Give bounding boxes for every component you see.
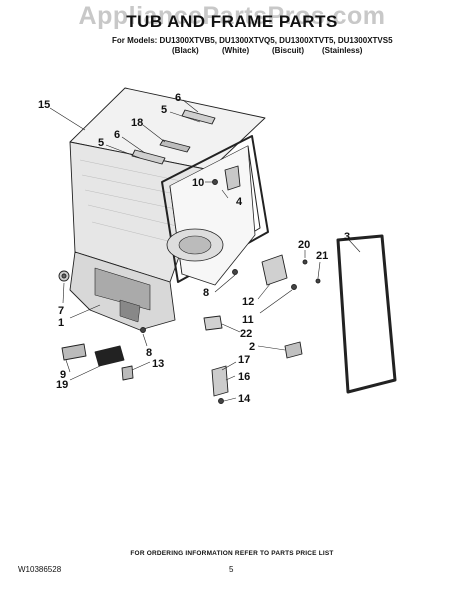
callout-4: 4 [236,196,243,208]
callout-22: 22 [240,328,252,340]
document-number: W10386528 [18,565,62,574]
callout-17: 17 [238,354,250,366]
page-number: 5 [229,565,234,574]
callout-1: 1 [58,317,64,329]
door-gasket [336,234,397,394]
top-bracket-right [181,109,216,125]
callout-19: 19 [56,379,68,391]
vent-18 [159,139,191,153]
page-title: TUB AND FRAME PARTS [126,12,338,31]
callout-3: 3 [344,231,350,243]
variant-white: (White) [222,46,250,55]
callout-16: 16 [238,371,250,383]
bracket-16 [211,365,229,397]
callout-5-top: 5 [161,104,167,116]
clip-22 [203,315,223,331]
callout-2: 2 [249,341,255,353]
callout-8-low: 8 [146,347,152,359]
part-13 [121,365,134,381]
callout-11: 11 [242,314,254,326]
callout-5-mid: 5 [98,137,104,149]
callout-21: 21 [316,250,328,262]
callout-20: 20 [298,239,310,251]
watermark: AppliancePartsPros.com [78,2,386,30]
leader-lines [49,99,361,402]
callout-9: 9 [60,369,66,381]
callout-15: 15 [38,99,50,111]
part-19 [94,345,125,367]
variant-stainless: (Stainless) [322,46,363,55]
top-bracket-left [131,149,166,165]
models-line: For Models: DU1300XTVB5, DU1300XTVQ5, DU… [112,36,393,45]
variant-black: (Black) [172,46,199,55]
callout-7: 7 [58,305,64,317]
callout-13: 13 [152,358,164,370]
strike-10 [224,165,241,191]
callout-12: 12 [242,296,254,308]
hinge-2 [284,341,303,359]
callout-14: 14 [238,393,251,405]
callout-18: 18 [131,117,143,129]
part-9 [61,343,87,361]
callout-6-mid: 6 [114,129,120,141]
bracket-12 [261,254,288,286]
callout-10: 10 [192,177,204,189]
callout-6-top: 6 [175,92,181,104]
variants-row: (Black) (White) (Biscuit) (Stainless) [172,46,412,55]
ordering-note: FOR ORDERING INFORMATION REFER TO PARTS … [130,550,334,557]
callout-8-mid: 8 [203,287,209,299]
variant-biscuit: (Biscuit) [272,46,304,55]
